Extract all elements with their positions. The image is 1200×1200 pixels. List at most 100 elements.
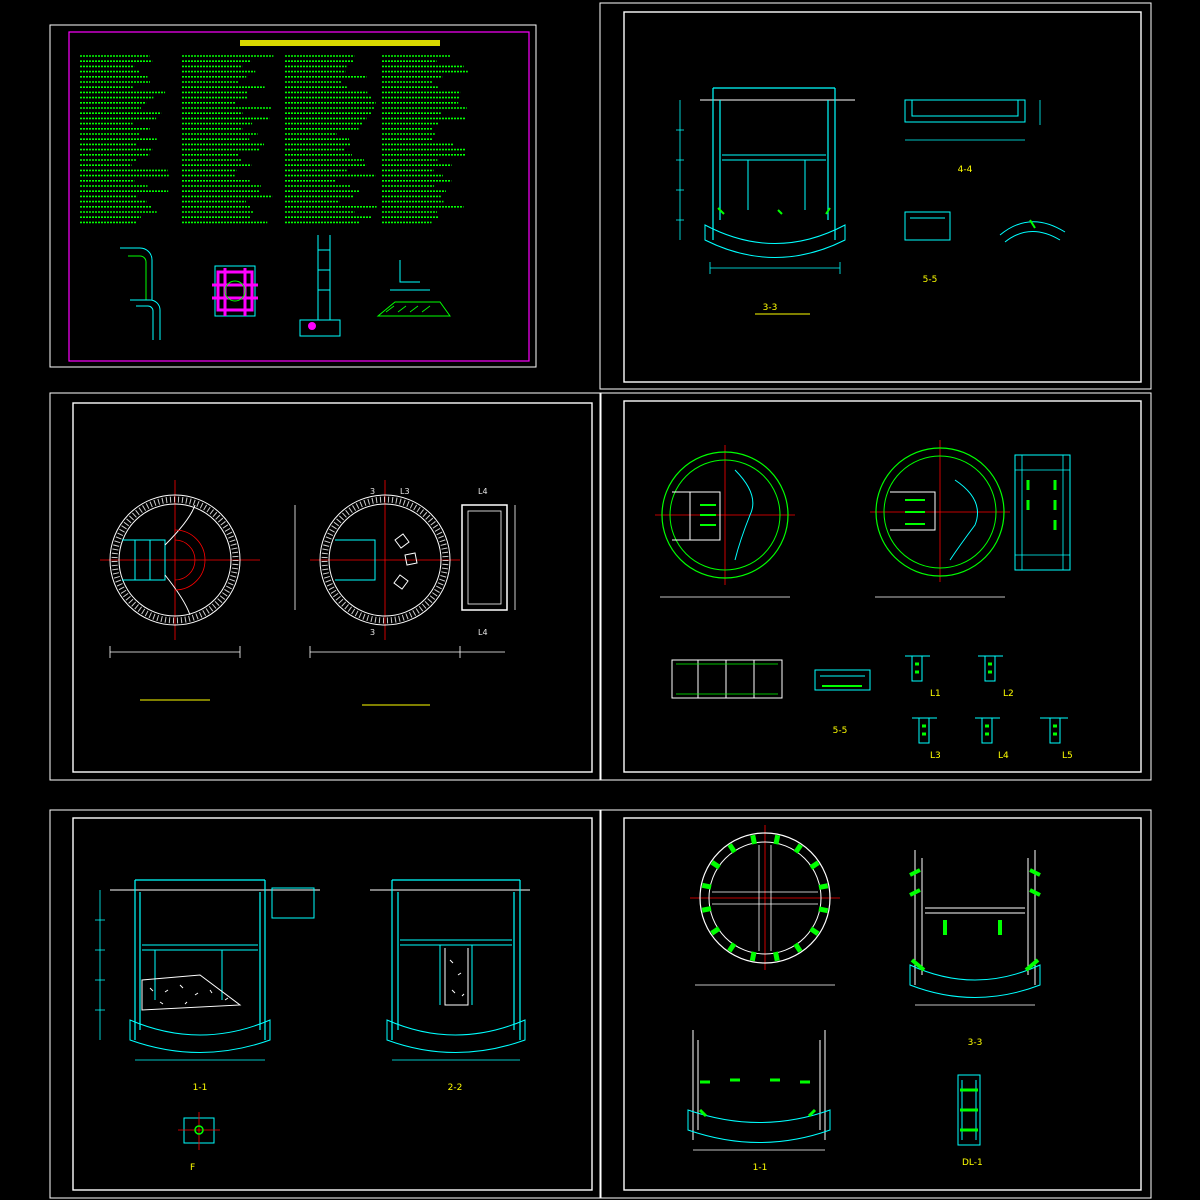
sheet-1-outer-frame [49, 24, 537, 368]
sheet-general-notes [49, 24, 537, 368]
rebar-section-11-bars [698, 1078, 817, 1118]
rebar-ring-bar [793, 942, 803, 953]
rebar-plan-b-axes [870, 440, 1010, 582]
rebar-section-33-bars [909, 868, 1041, 972]
section-44-dims [905, 100, 1041, 141]
plan-1-partition [164, 504, 196, 616]
rebar-section-33-label: 3-3 [968, 1038, 983, 1048]
rebar-plan-a-chamber [672, 491, 721, 541]
section-33-walls [712, 87, 836, 240]
beam-dl1-label: DL-1 [962, 1158, 983, 1168]
wall-detail-base [299, 319, 341, 337]
sheet-2-sections: 3-3 4-4 5-5 [599, 2, 1152, 390]
sheet-5-sections: 1-1 2-2 F [49, 809, 602, 1199]
plan-side-dims [294, 505, 516, 610]
beam-section-l3: L3 [912, 717, 941, 761]
sheet-3-plans: 3 L3 3 L4 L4 [49, 392, 602, 781]
rebar-ring-bar [773, 951, 780, 962]
beam-l1-label: L1 [930, 689, 941, 699]
slab-rebar-divisions [697, 660, 755, 698]
rebar-side-elevation [1014, 454, 1071, 571]
sheet-1-inner-frame [68, 31, 530, 362]
plan-1-wall-hatch [111, 496, 239, 624]
section-33-width-dim [709, 262, 841, 274]
arc-detail-bar [1029, 219, 1036, 229]
rebar-plan-b-chamber [890, 491, 936, 531]
plan-2-inner-wall [328, 503, 442, 617]
sheet-5-outer-frame [49, 809, 602, 1199]
beam-l5-label: L5 [1062, 751, 1073, 761]
rebar-ring-bar [818, 883, 829, 890]
sheet-6-outer-frame [599, 809, 1152, 1199]
plan-1-stair [174, 529, 206, 591]
rebar-ring-bar [750, 834, 757, 845]
section-22-shaft [444, 948, 469, 1006]
section-11-walls [134, 879, 266, 1040]
column-detail-core [224, 280, 246, 302]
section-11-fill-hatch [149, 984, 229, 1005]
rebar-ring-bar [701, 882, 712, 890]
detail-f-label: F [190, 1163, 195, 1173]
section-11-bottom [129, 1019, 271, 1053]
rebar-plan-a-partition [734, 469, 754, 561]
notes-text-block [80, 55, 468, 224]
rebar-plan-a-bars [700, 504, 716, 526]
section-33-slab [722, 154, 826, 210]
plan-2-outer-wall [319, 494, 451, 626]
rebar-ring-bar [809, 860, 820, 870]
rebar-section-33-walls [914, 850, 1036, 985]
corner-detail-lower [130, 299, 161, 340]
plan-3-pit [461, 504, 508, 611]
section-11-slab [142, 944, 258, 1000]
beam-l3-label: L3 [930, 751, 941, 761]
rebar-circle-outer [699, 832, 831, 964]
wall-detail-section [317, 235, 331, 320]
corner-detail-upper-rebar [128, 255, 147, 300]
plan-3-pit-inner [467, 510, 502, 605]
beam-section-l2: L2 [978, 655, 1014, 699]
rebar-ring-bar [727, 843, 737, 854]
sheet-6-inner-frame [623, 817, 1142, 1191]
rebar-section-55-label: 5-5 [833, 726, 848, 736]
column-detail-rebar [212, 268, 258, 316]
plan-1-dim [109, 646, 241, 658]
rebar-section-11-bottom [687, 1109, 831, 1143]
plan-2-mark-3b: 3 [370, 628, 375, 637]
section-33-rebar [717, 207, 831, 215]
rebar-plan-b-bars [905, 499, 925, 525]
rebar-side-bars [1026, 480, 1057, 530]
rebar-plan-b-partition [949, 479, 978, 561]
beam-section-l4: L4 [975, 717, 1009, 761]
rebar-ring-bars [701, 834, 829, 962]
sheet-4-outer-frame [599, 392, 1152, 781]
section-33-label: 3-3 [763, 303, 778, 313]
plan-2-openings [393, 533, 418, 590]
detail-f-axes [178, 1112, 220, 1150]
sheet-3-inner-frame [72, 402, 593, 773]
rebar-section-55 [814, 669, 871, 691]
rebar-ring-bar [749, 951, 757, 962]
sheet-4-rebar-plans: 5-5 L1 L2 L3 L4 L5 [599, 392, 1152, 781]
rebar-ring-bar [793, 843, 803, 854]
plan-2-mark-L3: L3 [400, 487, 410, 496]
plan-2-dim [309, 646, 461, 658]
rebar-ring-bar [818, 906, 829, 914]
rebar-section-11-walls [692, 1030, 826, 1140]
section-44-label: 4-4 [958, 165, 973, 175]
anchor-detail [390, 260, 430, 291]
rebar-section-11-label: 1-1 [753, 1163, 768, 1173]
section-11-fill [141, 974, 242, 1011]
detail-f-bar [194, 1125, 204, 1135]
plan-2-axes [310, 480, 460, 640]
sheet-3-outer-frame [49, 392, 602, 781]
rebar-ring-bar [809, 926, 820, 936]
footing-detail [376, 301, 451, 317]
section-22-shaft-hatch [449, 959, 465, 997]
section-33-dims [676, 100, 684, 240]
plan-3-mark-L4: L4 [478, 487, 488, 496]
corner-detail-upper [120, 247, 153, 300]
column-detail-outline [214, 265, 256, 317]
plan-2-mark-3: 3 [370, 487, 375, 496]
slab-rebar-bars [676, 663, 778, 695]
